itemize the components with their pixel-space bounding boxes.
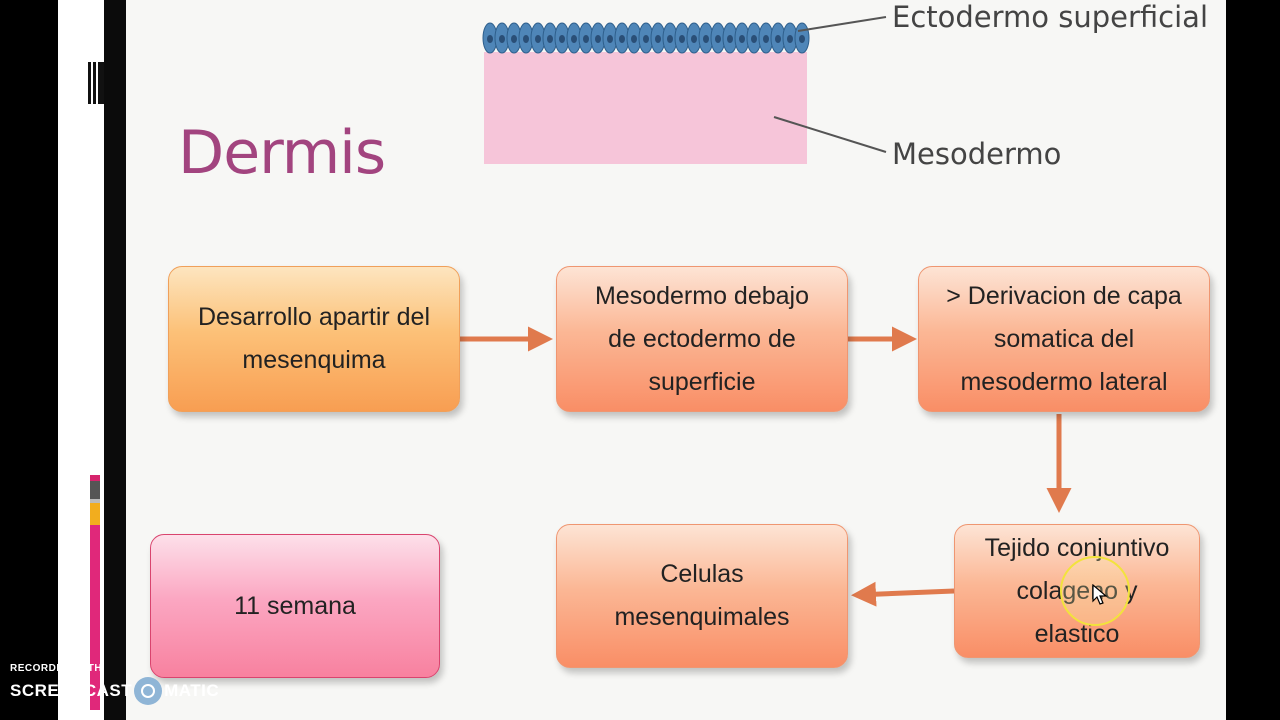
cell-nucleus [595, 35, 601, 43]
cell-nucleus [715, 35, 721, 43]
cell-nucleus [619, 35, 625, 43]
node-line: > Derivacion de capa [946, 281, 1182, 310]
watermark-brand-right: MATIC [164, 681, 220, 700]
node-line: Mesodermo debajo [594, 281, 809, 310]
slide-title: Dermis [178, 118, 386, 188]
mesoderm-label: Mesodermo [892, 137, 1062, 171]
arrow-node4-node5 [851, 581, 955, 607]
cell-nucleus [799, 35, 805, 43]
right-black-bar [1226, 0, 1280, 720]
cell-nucleus [571, 35, 577, 43]
cell-nucleus [727, 35, 733, 43]
flow-node-week-11: 11 semana [150, 534, 440, 678]
cell-nucleus [631, 35, 637, 43]
ectoderm-mesoderm-illustration [482, 22, 810, 164]
flow-node-somatic-derivation: > Derivacion de capa somatica del mesoderm… [918, 266, 1210, 412]
cell-nucleus [739, 35, 745, 43]
strip-marker [88, 62, 104, 104]
cell-nucleus [511, 35, 517, 43]
node-line: mesenquima [242, 346, 386, 374]
flow-node-mesenchyme-development: Desarrollo apartir del mesenquima [168, 266, 460, 412]
left-document-strip [58, 0, 104, 720]
cell-nucleus [547, 35, 553, 43]
cell-nucleus [667, 35, 673, 43]
cell-nucleus [499, 35, 505, 43]
watermark-caption: RECORDED WITH [10, 663, 103, 674]
node-line: de ectodermo de [608, 324, 796, 353]
flow-node-mesenchymal-cells: Celulas mesenquimales [556, 524, 848, 668]
slide-canvas: Dermis Ectodermo superficial Mesodermo D… [126, 0, 1226, 720]
node-line: somatica del [993, 324, 1135, 353]
cell-nucleus [559, 35, 565, 43]
left-black-bar [0, 0, 58, 720]
cell-nucleus [787, 35, 793, 43]
cell-nucleus [691, 35, 697, 43]
screencast-logo-icon [134, 677, 163, 705]
node-line: mesodermo lateral [960, 367, 1168, 396]
cell-nucleus [655, 35, 661, 43]
node-line: Celulas [660, 560, 744, 588]
mouse-pointer-icon [1092, 584, 1108, 605]
recording-watermark: RECORDED WITH SCREENCAST MATIC [10, 663, 219, 705]
node-line: Tejido conjuntivo [984, 533, 1170, 562]
cell-nucleus [703, 35, 709, 43]
cell-nucleus [679, 35, 685, 43]
cell-nucleus [535, 35, 541, 43]
node-line: mesenquimales [614, 603, 790, 631]
cell-nucleus [775, 35, 781, 43]
cell-nucleus [643, 35, 649, 43]
node-line: Desarrollo apartir del [197, 303, 431, 331]
flow-node-mesoderm-below-ectoderm: Mesodermo debajo de ectodermo de superfici… [556, 266, 848, 412]
ectoderm-cell-layer [482, 22, 810, 54]
strip-divider [104, 0, 126, 720]
node-line: 11 semana [234, 591, 356, 620]
slide-thumbnail-strip [90, 475, 100, 710]
watermark-brand-left: SCREENCAST [10, 681, 133, 700]
cell-nucleus [583, 35, 589, 43]
cell-nucleus [751, 35, 757, 43]
cell-nucleus [487, 35, 493, 43]
cell-nucleus [607, 35, 613, 43]
cell-nucleus [763, 35, 769, 43]
ectoderm-label: Ectodermo superficial [892, 0, 1209, 34]
mesoderm-tissue [484, 52, 807, 164]
cell-nucleus [523, 35, 529, 43]
node-line: superficie [648, 367, 756, 396]
